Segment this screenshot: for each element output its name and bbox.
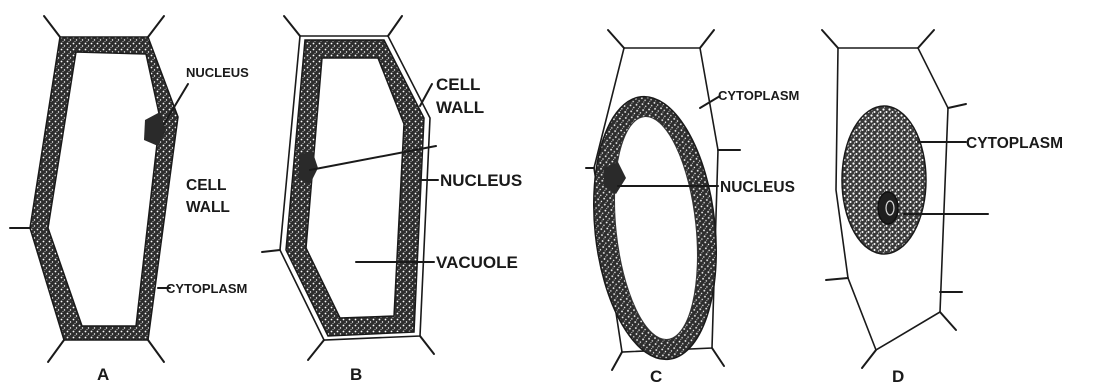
cell-c-letter: C	[650, 367, 662, 385]
cell-b-nucleus	[298, 150, 318, 184]
cell-a-cell-wall-label-line2: WALL	[186, 199, 230, 216]
cell-d-letter: D	[892, 367, 904, 385]
cell-b: CELL WALL NUCLEUS VACUOLE B	[262, 16, 522, 384]
cell-a: NUCLEUS CELL WALL CYTOPLASM A	[10, 16, 249, 384]
cell-b-nucleus-label: NUCLEUS	[440, 171, 522, 190]
cell-a-letter: A	[97, 365, 109, 384]
cell-c: CYTOPLASM NUCLEUS C	[582, 30, 800, 385]
cell-b-cell-wall-label-line2: WALL	[436, 98, 484, 117]
cell-c-nucleus-label: NUCLEUS	[720, 179, 795, 196]
cell-a-cytoplasm-ring	[30, 37, 178, 340]
cell-d-nucleus	[878, 192, 898, 224]
cell-d-cytoplasm	[842, 106, 926, 254]
cell-c-cytoplasm-label: CYTOPLASM	[718, 88, 799, 103]
cell-b-vacuole-label: VACUOLE	[436, 253, 518, 272]
cell-b-cytoplasm-ring	[286, 40, 424, 336]
cell-b-cell-wall-leader	[420, 84, 432, 106]
cell-d: CYTOPLASM D	[822, 30, 1063, 385]
cell-b-cell-wall-label-line1: CELL	[436, 75, 480, 94]
cell-a-cell-wall-label-line1: CELL	[186, 177, 226, 194]
cell-d-cytoplasm-label: CYTOPLASM	[966, 135, 1063, 152]
cell-a-nucleus-label: NUCLEUS	[186, 65, 249, 80]
cell-b-letter: B	[350, 365, 362, 384]
cell-a-cytoplasm-label: CYTOPLASM	[166, 281, 247, 296]
